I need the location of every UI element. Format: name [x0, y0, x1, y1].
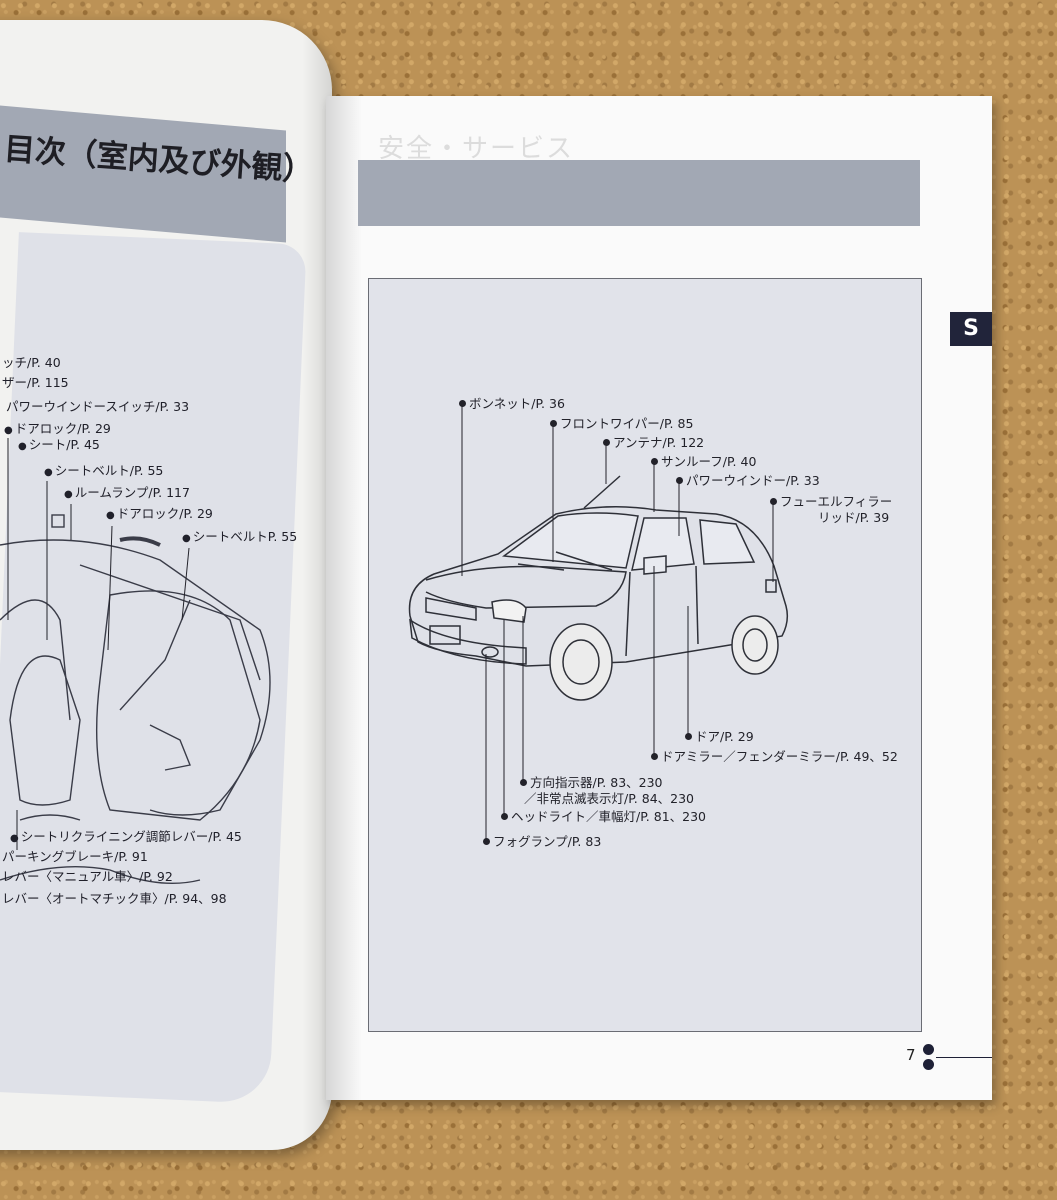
left-label-3: パワーウインドースイッチ/P. 33: [6, 399, 190, 414]
dot-front-wiper: [550, 420, 557, 427]
callout-power-window: パワーウインドー/P. 33: [686, 473, 820, 488]
left-label-6: シートベルト/P. 55: [44, 460, 164, 479]
left-label-9: シートベルトP. 55: [182, 526, 297, 545]
left-label-11: パーキングブレーキ/P. 91: [2, 849, 148, 864]
callout-turn-signal: 方向指示器/P. 83、230: [530, 775, 663, 790]
section-tab-s: S: [950, 312, 992, 346]
dot-bonnet: [459, 400, 466, 407]
page-marker-dot-bottom: [923, 1059, 934, 1070]
left-label-10: シートリクライニング調節レバー/P. 45: [10, 826, 242, 845]
dot-antenna: [603, 439, 610, 446]
dot-fuel-filler: [770, 498, 777, 505]
callout-antenna: アンテナ/P. 122: [613, 435, 705, 450]
callout-front-wiper: フロントワイパー/P. 85: [560, 416, 694, 431]
left-label-5: シート/P. 45: [18, 434, 100, 453]
left-label-8: ドアロック/P. 29: [106, 503, 213, 522]
page-marker-line: [936, 1057, 992, 1058]
callout-leader-lines: [461, 406, 774, 842]
dot-door-mirror: [651, 753, 658, 760]
dot-sunroof: [651, 458, 658, 465]
left-label-13: レバー〈オートマチック車〉/P. 94、98: [2, 891, 227, 906]
callout-headlight: ヘッドライト／車幅灯/P. 81、230: [511, 809, 707, 824]
interior-illustration: [0, 438, 271, 884]
left-label-7: ルームランプ/P. 117: [64, 482, 190, 501]
callout-fuel-filler: フューエルフィラー: [780, 494, 893, 509]
callout-sunroof: サンルーフ/P. 40: [661, 454, 757, 469]
ghost-title-bleed: 安全・サービス: [378, 134, 575, 164]
left-label-4: ドアロック/P. 29: [4, 418, 111, 437]
right-header-bar: [358, 160, 920, 226]
left-label-1: ッチ/P. 40: [2, 355, 61, 370]
page-marker-dot-top: [923, 1044, 934, 1055]
left-label-2: ザー/P. 115: [2, 375, 69, 390]
callout-bonnet: ボンネット/P. 36: [469, 396, 565, 411]
callout-fog-lamp: フォグランプ/P. 83: [493, 834, 602, 849]
dot-headlight: [501, 813, 508, 820]
right-page-gutter-shadow: [326, 96, 362, 1100]
callout-door: ドア/P. 29: [695, 729, 754, 744]
left-label-12: レバー〈マニュアル車〉/P. 92: [2, 869, 173, 884]
callout-door-mirror: ドアミラー／フェンダーミラー/P. 49、52: [661, 749, 898, 764]
left-page: 目次（室内及び外観） ッチ/P. 40 ザー/P. 115 パワーウインドースイ…: [0, 20, 332, 1150]
callout-hazard: ／非常点滅表示灯/P. 84、230: [524, 791, 695, 806]
right-page: 安全・サービス S ボンネット/P. 36 フロントワイパー/P. 85 アンテ…: [326, 96, 992, 1100]
callout-fuel-filler-lid: リッド/P. 39: [818, 510, 890, 525]
dot-turn-signal: [520, 779, 527, 786]
dot-power-window: [676, 477, 683, 484]
dot-door: [685, 733, 692, 740]
page-number: 7: [906, 1046, 916, 1064]
dot-fog-lamp: [483, 838, 490, 845]
